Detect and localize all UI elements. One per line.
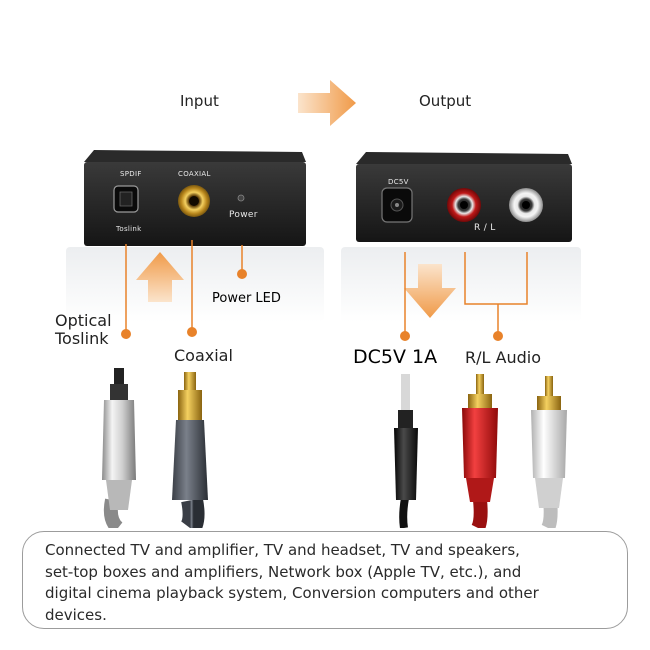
input-to-output-arrow-icon (298, 80, 356, 126)
rl-audio-callout: R/L Audio (465, 348, 541, 367)
input-device-reflection (66, 247, 324, 322)
input-device (84, 150, 306, 246)
input-heading: Input (180, 92, 219, 110)
power-led-callout: Power LED (212, 291, 281, 306)
toslink-port-label: Toslink (116, 225, 142, 233)
description-line-2: set-top boxes and amplifiers, Network bo… (45, 562, 522, 581)
output-heading: Output (419, 92, 472, 110)
description-line-3: digital cinema playback system, Conversi… (45, 584, 539, 602)
optical-callout-line1: Optical (55, 311, 112, 330)
output-device-reflection (341, 247, 581, 322)
dc5v-port-label: DC5V (388, 178, 409, 186)
description-line-4: devices. (45, 605, 107, 624)
description-box: Connected TV and amplifier, TV and heads… (22, 531, 628, 629)
callout-leaders (121, 240, 528, 341)
cables-illustration (102, 368, 567, 528)
rl-port-label: R / L (474, 223, 496, 233)
output-device (356, 152, 572, 242)
coaxial-port-label: COAXIAL (178, 170, 211, 178)
description-line-1: Connected TV and amplifier, TV and heads… (45, 541, 520, 559)
power-led-label: Power (229, 210, 258, 220)
dc-callout: DC5V 1A (353, 346, 438, 368)
optical-callout-line2: Toslink (55, 329, 109, 348)
spdif-port-label: SPDIF (120, 170, 142, 178)
coaxial-callout: Coaxial (174, 346, 233, 365)
